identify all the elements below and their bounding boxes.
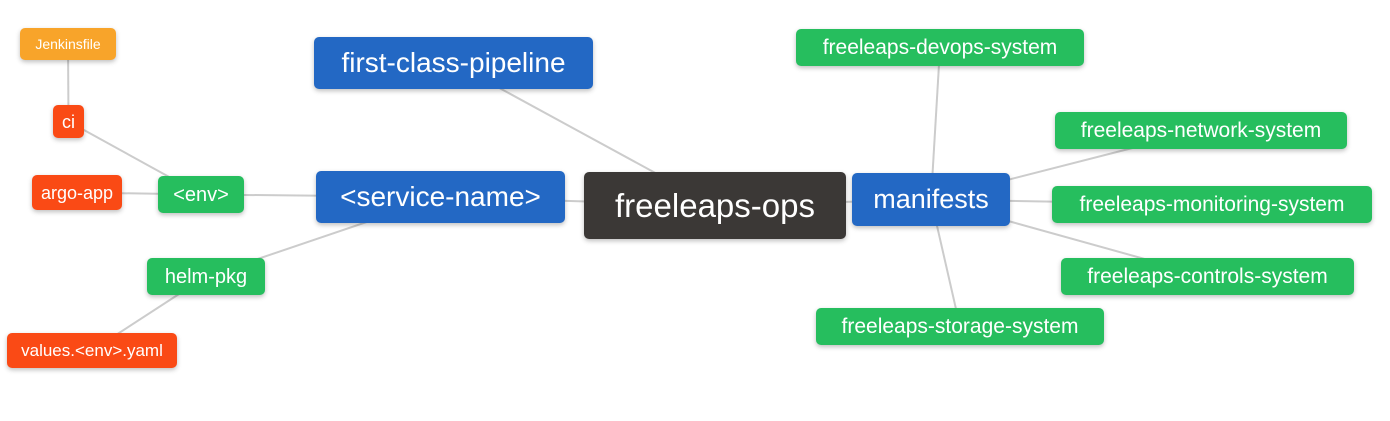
node-first-class-pipeline[interactable]: first-class-pipeline — [314, 37, 593, 89]
node-manifests[interactable]: manifests — [852, 173, 1010, 226]
node-network-system[interactable]: freeleaps-network-system — [1055, 112, 1347, 149]
node-jenkinsfile[interactable]: Jenkinsfile — [20, 28, 116, 60]
node-controls-system[interactable]: freeleaps-controls-system — [1061, 258, 1354, 295]
node-ci[interactable]: ci — [53, 105, 84, 138]
node-monitoring-system[interactable]: freeleaps-monitoring-system — [1052, 186, 1372, 223]
node-storage-system[interactable]: freeleaps-storage-system — [816, 308, 1104, 345]
node-argo-app[interactable]: argo-app — [32, 175, 122, 210]
node-values-env-yaml[interactable]: values.<env>.yaml — [7, 333, 177, 368]
node-service-name[interactable]: <service-name> — [316, 171, 565, 223]
node-devops-system[interactable]: freeleaps-devops-system — [796, 29, 1084, 66]
node-helm-pkg[interactable]: helm-pkg — [147, 258, 265, 295]
node-env[interactable]: <env> — [158, 176, 244, 213]
node-freeleaps-ops[interactable]: freeleaps-ops — [584, 172, 846, 239]
